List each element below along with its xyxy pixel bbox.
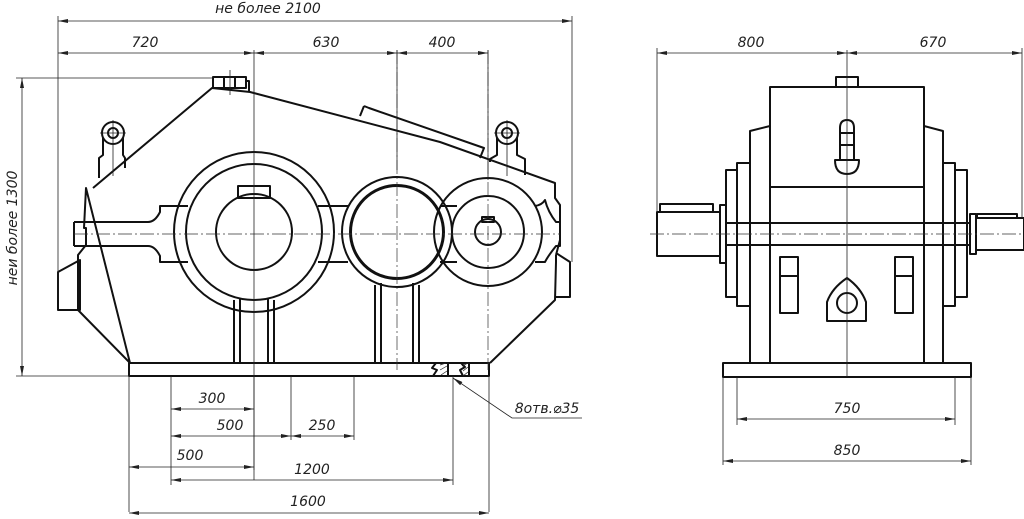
rib-mid <box>374 283 420 363</box>
front-view <box>16 16 582 515</box>
drain-boss <box>826 277 867 322</box>
label-overall-length: не более 2100 <box>215 1 321 17</box>
side-view <box>650 48 1024 465</box>
label-side-670: 670 <box>920 35 947 51</box>
right-pad <box>555 252 571 298</box>
input-shaft-key <box>976 213 1018 219</box>
side-window-right <box>894 256 914 314</box>
base-ext-lines <box>128 376 490 512</box>
lifting-lug-left <box>98 120 126 178</box>
vent-plug <box>212 70 250 95</box>
ext-line-height <box>16 77 213 377</box>
bolt-hole <box>431 362 470 377</box>
label-side-750: 750 <box>834 401 861 417</box>
label-base-1200: 1200 <box>294 462 330 478</box>
side-window-left <box>779 256 799 314</box>
label-spacing-3: 400 <box>429 35 456 51</box>
label-side-850: 850 <box>834 443 861 459</box>
leader-holes <box>452 377 582 419</box>
base-plate <box>128 362 490 377</box>
label-spacing-2: 630 <box>313 35 340 51</box>
inspection-cover <box>359 105 485 159</box>
side-flange-right <box>923 125 968 363</box>
side-ext-base <box>722 377 972 465</box>
rib-left <box>233 298 275 363</box>
output-shaft-key <box>659 203 714 213</box>
label-base-300: 300 <box>199 391 226 407</box>
label-holes-callout: 8отв.⌀35 <box>515 401 580 417</box>
label-spacing-1: 720 <box>132 35 159 51</box>
label-base-250: 250 <box>309 418 336 434</box>
label-overall-height: неи более 1300 <box>5 171 21 286</box>
label-base-500b: 500 <box>177 448 204 464</box>
side-ext-top <box>656 48 1023 218</box>
left-pad <box>57 259 81 311</box>
output-shaft-end <box>656 211 721 257</box>
lifting-lug-right <box>489 120 526 176</box>
label-base-500a: 500 <box>217 418 244 434</box>
label-side-800: 800 <box>738 35 765 51</box>
label-base-1600: 1600 <box>290 494 326 510</box>
split-flange <box>73 199 561 263</box>
